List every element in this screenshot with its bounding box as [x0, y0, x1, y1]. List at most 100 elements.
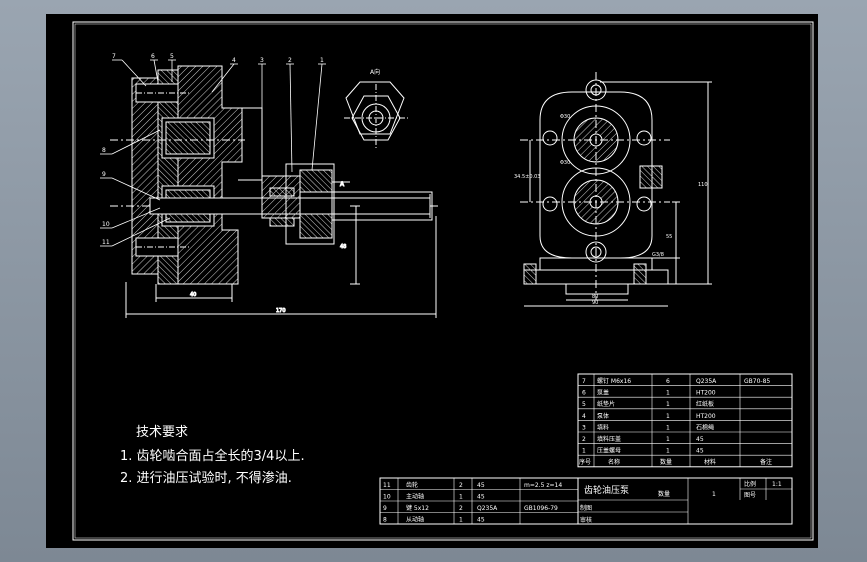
bom-material: 45 — [477, 517, 485, 524]
bom-qty: 1 — [666, 436, 670, 443]
bom-name: 螺钉 M6x16 — [597, 377, 631, 385]
bom-material: 红纸板 — [696, 400, 714, 408]
bom-material: 石棉绳 — [696, 423, 714, 431]
qty-value: 1 — [712, 491, 716, 498]
balloon-5: 5 — [170, 53, 174, 60]
bom-name: 压盖螺母 — [597, 447, 621, 455]
balloon-labels: 7 6 5 4 3 2 1 8 9 10 11 — [102, 53, 324, 246]
bom-header-note: 备注 — [760, 458, 772, 466]
balloon-7: 7 — [112, 53, 116, 60]
bom-qty: 2 — [459, 505, 463, 512]
balloon-11: 11 — [102, 239, 110, 246]
bom-header-qty: 数量 — [660, 458, 672, 466]
drawing-frame — [72, 21, 814, 541]
balloon-1: 1 — [320, 57, 324, 64]
bom-no: 6 — [582, 390, 586, 397]
dim-gear-dia-top: Φ30 — [560, 114, 570, 120]
bom-qty: 1 — [666, 424, 670, 431]
section-view: A 170 40 48 — [110, 65, 440, 318]
balloon-4: 4 — [232, 57, 236, 64]
bom-header-no: 序号 — [579, 458, 591, 466]
bom-no: 1 — [582, 448, 586, 455]
bom-qty: 1 — [666, 401, 670, 408]
scale-value: 1:1 — [772, 481, 782, 488]
bom-header-name: 名称 — [608, 458, 620, 466]
drawn-label: 制图 — [580, 504, 592, 512]
bom-material: 45 — [696, 436, 704, 443]
bom-name: 从动轴 — [406, 516, 424, 524]
technical-notes: 技术要求 1. 齿轮啮合面占全长的3/4以上. 2. 进行油压试验时, 不得渗油… — [120, 425, 305, 486]
bom-qty: 1 — [459, 517, 463, 524]
section-mark: A — [340, 181, 345, 188]
notes-line-1: 1. 齿轮啮合面占全长的3/4以上. — [120, 448, 305, 464]
qty-label: 数量 — [658, 490, 670, 498]
dim-shaft-height: 48 — [340, 244, 346, 250]
inner-frame — [74, 23, 812, 539]
bom-note: GB1096-79 — [524, 505, 558, 512]
drawing-no-label: 图号 — [744, 492, 756, 499]
bom-no: 10 — [383, 494, 391, 501]
balloon-3: 3 — [260, 57, 264, 64]
bom-no: 4 — [582, 413, 586, 420]
balloon-8: 8 — [102, 147, 106, 154]
balloon-2: 2 — [288, 57, 292, 64]
bom-note: m=2.5 z=14 — [524, 482, 562, 489]
bom-qty: 1 — [459, 494, 463, 501]
bom-name: 填料压盖 — [597, 435, 621, 443]
bom-note: GB70-85 — [744, 378, 770, 385]
dim-gear-dia-bottom: Φ30 — [560, 160, 570, 166]
bom-material: Q235A — [477, 505, 498, 512]
balloon-6: 6 — [151, 53, 155, 60]
front-view: 110 55 34.5±0.03 80 90 Φ30 Φ30 G3/8 — [514, 72, 712, 307]
dim-overall-width: 90 — [592, 300, 598, 306]
scale-label: 比例 — [744, 480, 756, 488]
bom-name: 键 5x12 — [406, 504, 429, 512]
checked-label: 审核 — [580, 516, 592, 524]
bom-material: HT200 — [696, 390, 716, 397]
notes-line-2: 2. 进行油压试验时, 不得渗油. — [120, 470, 292, 486]
bom-no: 5 — [582, 401, 586, 408]
dim-overall-length: 170 — [276, 308, 286, 314]
dim-center-distance: 34.5±0.03 — [514, 174, 540, 180]
title-block: 齿轮油压泵数量 1 比例 1:1 图号制图审核 — [577, 477, 793, 525]
bom-no: 3 — [582, 424, 586, 431]
bom-material: HT200 — [696, 413, 716, 420]
bom-qty: 1 — [666, 413, 670, 420]
bom-name: 泵盖 — [597, 389, 609, 397]
dim-base-width: 80 — [592, 294, 598, 300]
notes-title: 技术要求 — [136, 425, 188, 440]
bom-qty: 1 — [666, 390, 670, 397]
bom-material: 45 — [696, 448, 704, 455]
bom-name: 纸垫片 — [597, 400, 615, 408]
view-a-label: A向 — [370, 68, 380, 76]
dim-pump-height: 110 — [698, 182, 708, 188]
bom-qty: 6 — [666, 378, 670, 385]
part-balloons — [100, 59, 326, 247]
balloon-9: 9 — [102, 171, 106, 178]
bom-no: 2 — [582, 436, 586, 443]
bom-no: 9 — [383, 505, 387, 512]
bom-header-material: 材料 — [704, 458, 716, 466]
bom-qty: 2 — [459, 482, 463, 489]
bom-material: Q235A — [696, 378, 717, 385]
bom-no: 8 — [383, 517, 387, 524]
dim-thread: G3/8 — [652, 252, 664, 258]
bom-name: 齿轮 — [406, 481, 418, 489]
dim-base-length: 40 — [190, 292, 196, 298]
balloon-10: 10 — [102, 221, 110, 228]
bom-name: 主动轴 — [406, 493, 424, 501]
bom-no: 7 — [582, 378, 586, 385]
bom-material: 45 — [477, 482, 485, 489]
bom-name: 泵体 — [597, 412, 609, 420]
bom-material: 45 — [477, 494, 485, 501]
bom-name: 填料 — [597, 423, 609, 431]
view-a-hexnut: A向 — [344, 68, 408, 150]
bom-qty: 1 — [666, 448, 670, 455]
title-block-frame — [577, 477, 793, 525]
dim-center-height: 55 — [666, 234, 672, 240]
bom-no: 11 — [383, 482, 391, 489]
drawing-title: 齿轮油压泵 — [584, 484, 629, 496]
